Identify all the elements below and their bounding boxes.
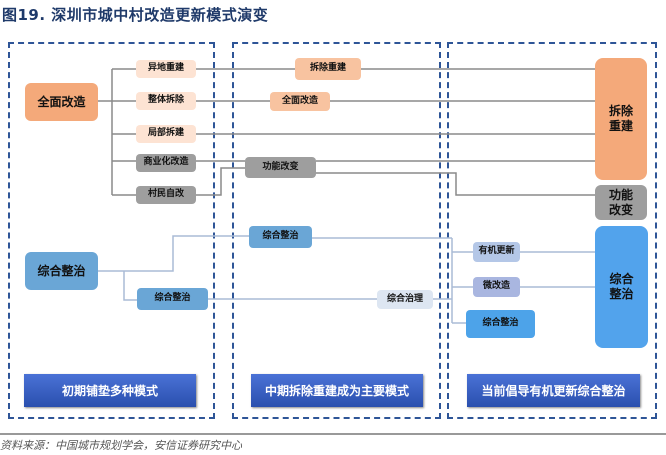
panel-early <box>8 42 215 419</box>
box-function-change-mid: 功能改变 <box>245 157 316 178</box>
box-function-change-final: 功能 改变 <box>595 185 647 220</box>
banner-mid-stage: 中期拆除重建成为主要模式 <box>251 374 423 407</box>
panel-current <box>447 42 657 419</box>
figure-title: 图19. 深圳市城中村改造更新模式演变 <box>2 6 269 24</box>
source-note: 资料来源：中国城市规划学会，安信证券研究中心 <box>0 439 242 452</box>
box-demolish-rebuild-final: 拆除 重建 <box>595 58 647 180</box>
box-villager-self: 村民自改 <box>136 186 196 204</box>
box-overall-demolish: 整体拆除 <box>136 92 196 110</box>
box-comprehensive-reconstruction: 全面改造 <box>25 83 98 121</box>
box-micro-renovation: 微改造 <box>473 277 520 297</box>
banner-early-stage: 初期铺垫多种模式 <box>24 374 196 407</box>
banner-current-stage: 当前倡导有机更新综合整治 <box>467 374 640 407</box>
box-renovation-mid: 综合整治 <box>249 226 312 248</box>
box-demolish-rebuild-mid: 拆除重建 <box>295 58 361 80</box>
box-governance: 综合治理 <box>377 290 433 309</box>
box-comprehensive-renovation: 综合整治 <box>25 252 98 290</box>
box-commercial: 商业化改造 <box>136 154 196 172</box>
panel-mid <box>232 42 441 419</box>
box-renovation-early: 综合整治 <box>137 288 208 310</box>
box-comprehensive-mid: 全面改造 <box>270 92 330 111</box>
box-organic-renewal: 有机更新 <box>473 242 520 262</box>
box-renovation-current: 综合整治 <box>466 310 535 338</box>
box-renovation-final: 综合 整治 <box>595 226 648 348</box>
divider <box>0 433 666 435</box>
box-relocate-rebuild: 异地重建 <box>136 60 196 78</box>
box-partial-rebuild: 局部拆建 <box>136 125 196 143</box>
